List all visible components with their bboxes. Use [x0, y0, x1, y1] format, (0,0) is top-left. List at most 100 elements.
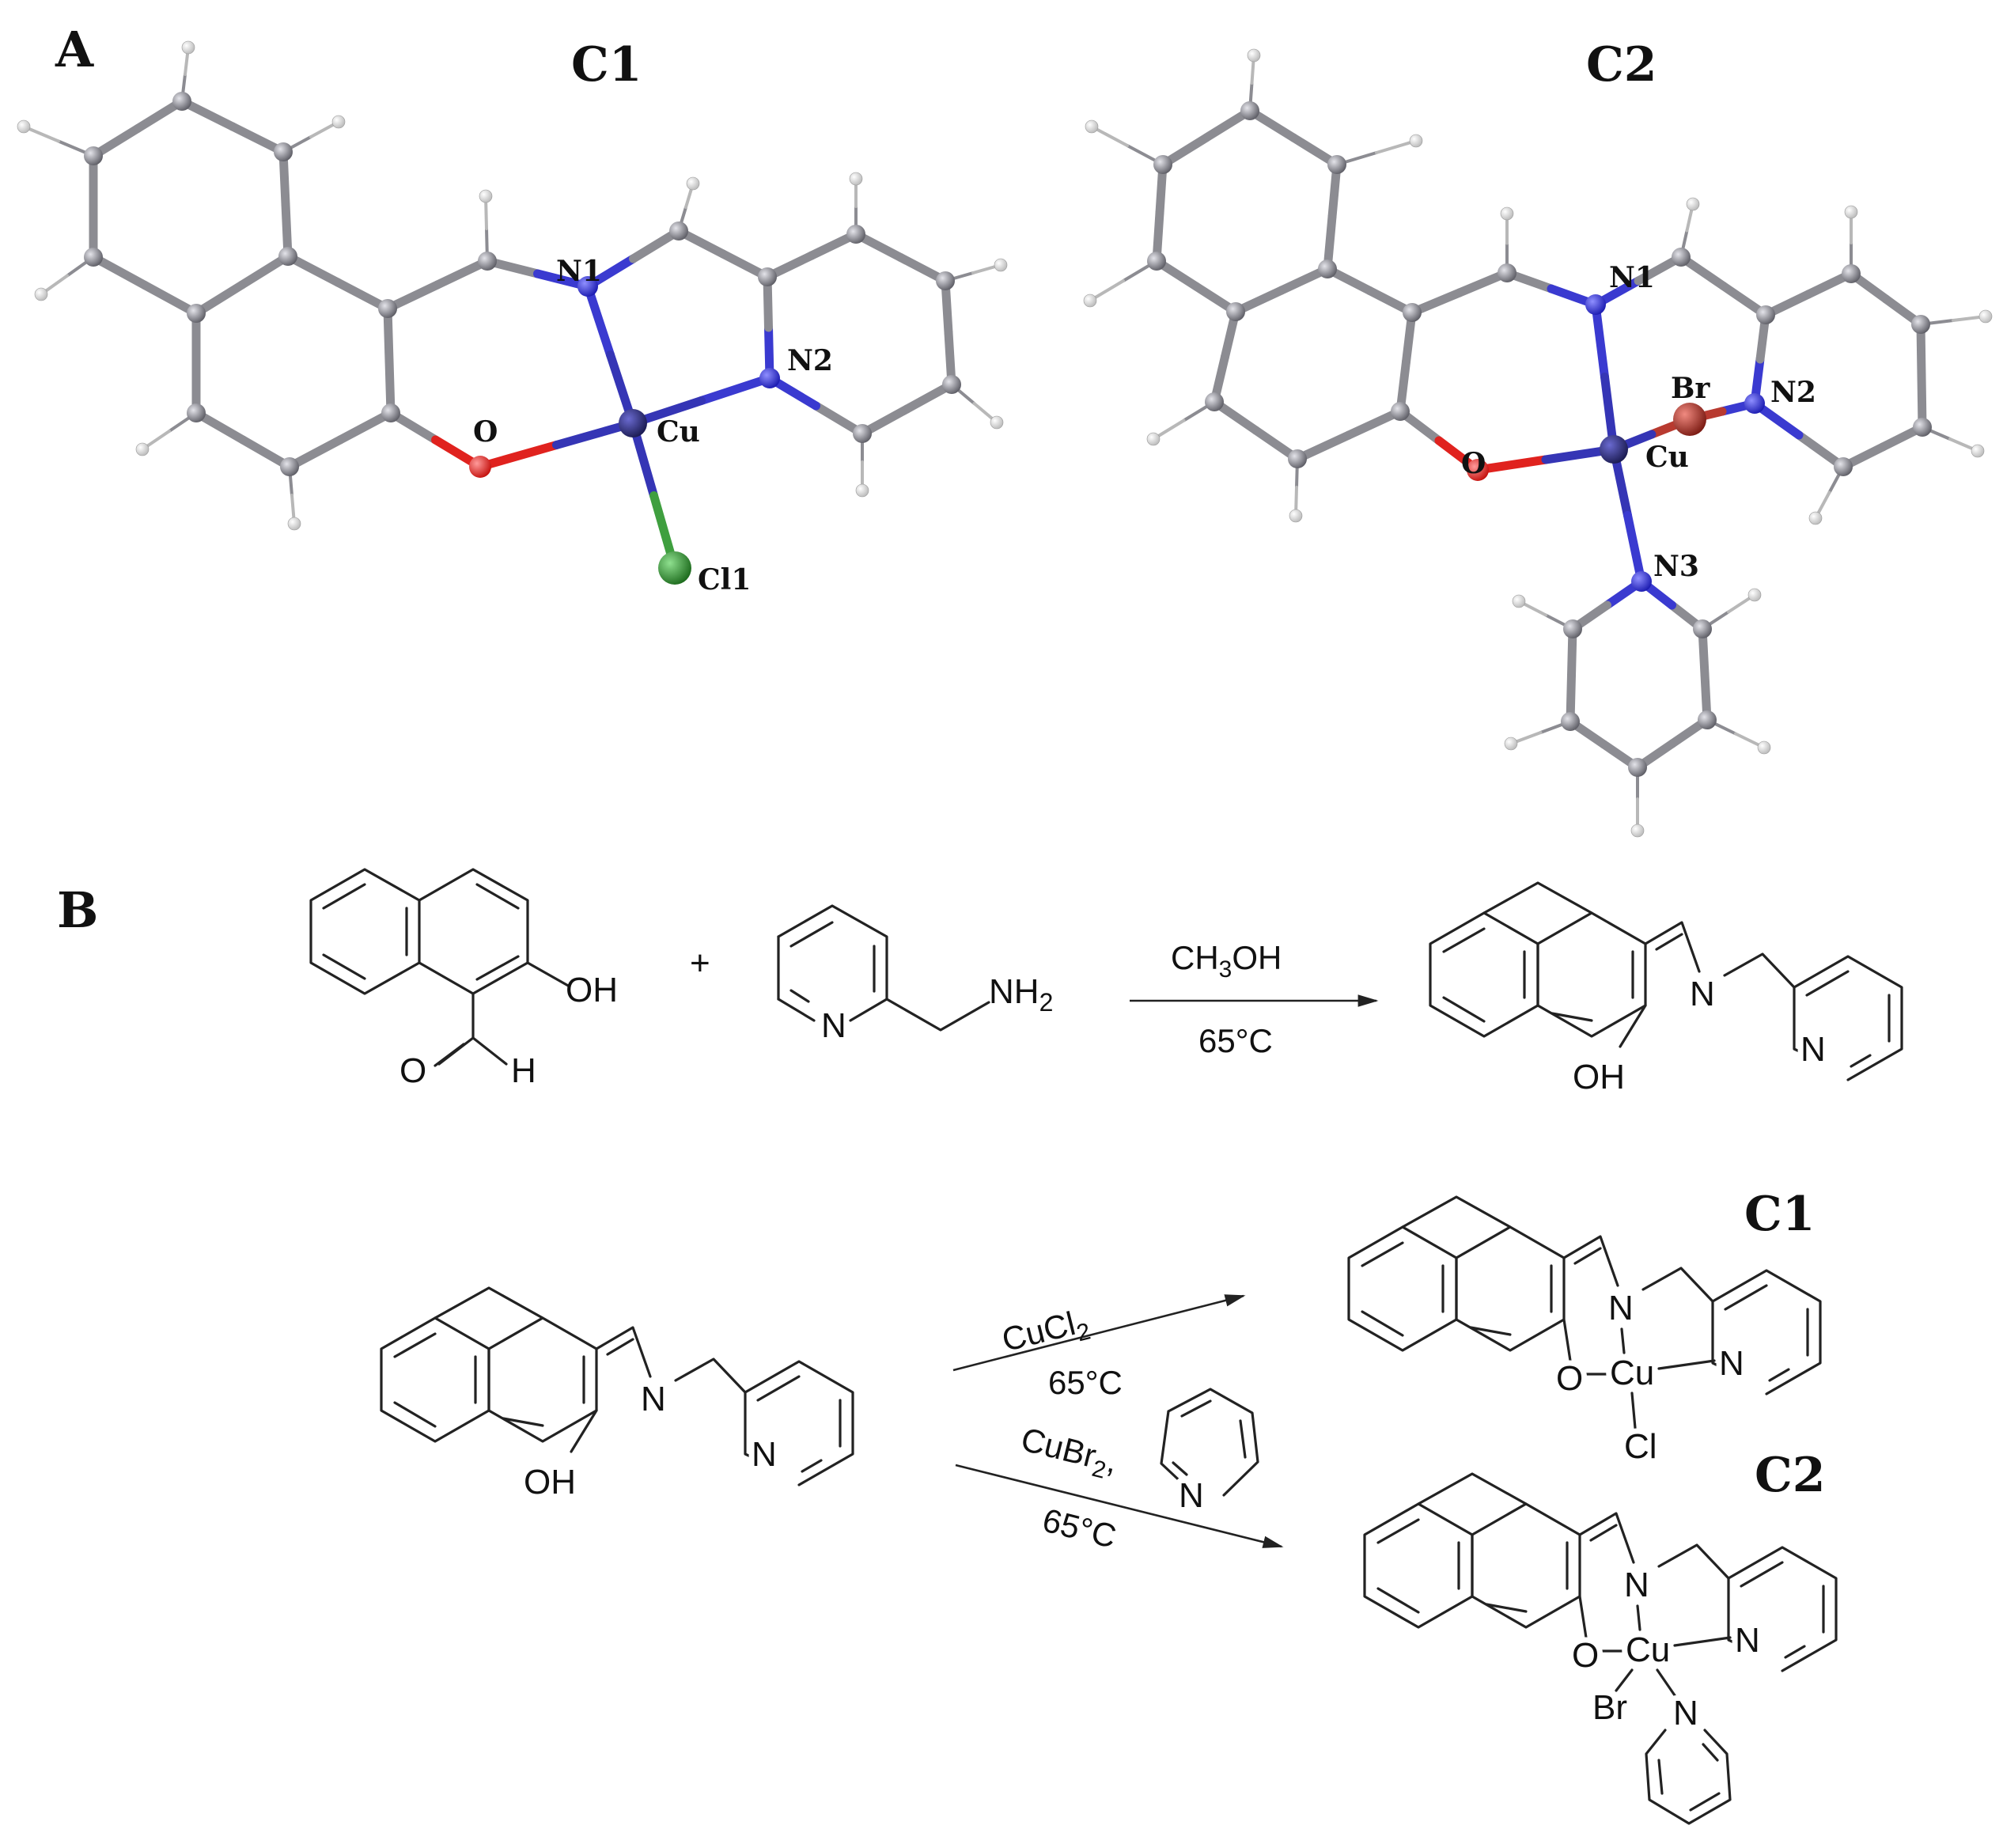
c2-atom-h	[1686, 197, 1700, 211]
c2-atom-h	[1747, 588, 1762, 602]
c1-atoms	[17, 40, 1008, 585]
c2-atom-c	[1147, 252, 1166, 271]
n-cu-bond	[1636, 1604, 1641, 1631]
c1-atom-h	[181, 40, 195, 55]
c-o-bond	[1578, 1595, 1588, 1639]
pyridine-double	[1724, 1284, 1809, 1382]
step3-temp: 65°C	[1039, 1501, 1119, 1555]
c1-bond	[697, 373, 774, 405]
c2-bond	[1623, 511, 1646, 586]
naphthalene-ring-a-double	[1442, 927, 1526, 1023]
step3-reagent: CuBr2,	[1016, 1420, 1122, 1486]
c1-atom-c	[187, 304, 206, 323]
cu-npyr-bond	[1656, 1668, 1676, 1697]
reactant1-oh: OH	[566, 971, 618, 1009]
ligand-oh: OH	[1573, 1058, 1625, 1096]
n-cu-bond	[1620, 1327, 1626, 1354]
c2-atom-h	[1409, 134, 1423, 148]
step3-pyridine: N	[1160, 1388, 1259, 1520]
c1-atom-c	[378, 299, 397, 318]
c2-label-n3: N3	[1653, 550, 1699, 583]
imine-double	[1589, 1524, 1618, 1542]
c1-atom-h	[479, 189, 493, 203]
ligand-product	[1429, 881, 1903, 1081]
c1-label-o: O	[473, 415, 498, 449]
product-c2	[1363, 1472, 1838, 1825]
naphthalene-ring-a	[1429, 911, 1539, 1038]
c1-atom-c	[278, 247, 297, 266]
c1-atom-h	[17, 119, 31, 134]
c2-atom-c	[1834, 457, 1853, 476]
c2-atom-o	[1467, 459, 1489, 481]
c1-atom-h	[686, 176, 700, 191]
product-c1-cl: Cl	[1624, 1427, 1657, 1466]
c1-atom-c	[84, 248, 103, 267]
c2-atom-c	[1205, 392, 1224, 411]
c1-bond	[335, 408, 396, 445]
reactant1-h: H	[511, 1051, 536, 1090]
c2-atom-c	[1672, 248, 1691, 267]
ligand-product-labels: N N OH	[1567, 969, 1831, 1102]
panel-label-a: A	[55, 21, 94, 78]
reactant-hydroxynaphthaldehyde: OH O H	[309, 868, 618, 1090]
methylene-chain	[674, 1358, 747, 1394]
c1-atom-c	[669, 222, 688, 240]
c2-atom-cu	[1600, 435, 1628, 464]
c2-atom-h	[1630, 824, 1645, 838]
c2-atom-c	[1240, 101, 1259, 120]
imine-double	[1655, 933, 1683, 951]
naphthalene-ring-b	[1536, 911, 1647, 1038]
c2-atom-c	[1288, 449, 1307, 468]
oh-bond	[570, 1409, 598, 1453]
c1-bond	[89, 252, 150, 290]
c2-atom-h	[1289, 509, 1303, 523]
c2-atom-c	[1693, 619, 1712, 638]
ligand-reactant	[380, 1286, 854, 1486]
step3-arrow	[955, 1464, 1284, 1548]
product-c1-title: C1	[1744, 1187, 1816, 1242]
c2-atom-labels: N1 Br N2 O Cu N3	[1461, 261, 1816, 583]
c1-atom-h	[849, 172, 863, 186]
c1-atom-c	[758, 267, 777, 286]
c1-atom-c	[274, 142, 293, 161]
c1-atom-c	[478, 252, 497, 271]
pyridine-ring	[744, 1360, 854, 1486]
reactant1-o: O	[399, 1051, 426, 1090]
c-o-bond	[1562, 1318, 1572, 1362]
pyridine-double	[1740, 1561, 1825, 1659]
c2-bond	[1591, 300, 1609, 381]
naphthalene-ring-b-double	[1469, 1264, 1553, 1336]
c2-atom-h	[1844, 205, 1858, 219]
c1-bonds	[22, 46, 1002, 573]
step1-solvent: CH3OH	[1171, 939, 1282, 983]
ligand2-n-pyridine: N	[752, 1435, 777, 1474]
c2-atom-h	[1247, 48, 1261, 62]
c1-atom-n	[577, 276, 598, 297]
c2-atom-c	[1226, 302, 1245, 321]
naphthalene-ring-b	[1455, 1225, 1566, 1352]
methylene-chain	[1657, 1543, 1730, 1580]
product-c1-n-imine: N	[1608, 1289, 1634, 1327]
c1-atom-h	[287, 517, 301, 531]
product-c2-o: O	[1572, 1636, 1599, 1675]
c1-atom-c	[381, 403, 400, 422]
c1-atom-c	[187, 403, 206, 422]
panel-label-b: B	[57, 881, 98, 939]
pyridine-ring	[1711, 1269, 1822, 1395]
methylene-chain	[1641, 1267, 1714, 1303]
imine-chain	[1562, 1235, 1619, 1287]
c2-atom-h	[1978, 309, 1993, 324]
c2-atom-c	[1698, 710, 1717, 729]
c2-atom-h	[1757, 740, 1771, 755]
naphthalene-ring-b-top	[1401, 1195, 1512, 1229]
product-c1	[1347, 1195, 1822, 1430]
c2-bond	[1375, 139, 1418, 154]
cu-br-bond	[1615, 1668, 1634, 1692]
c2-atom-h	[1085, 119, 1099, 134]
c2-label-n2: N2	[1770, 376, 1816, 409]
c1-atom-c	[853, 424, 872, 443]
pyridine-double	[756, 1375, 842, 1473]
c2-atom-c	[1327, 155, 1346, 174]
c2-atom-c	[1561, 712, 1580, 731]
c2-atom-c	[1842, 264, 1861, 283]
